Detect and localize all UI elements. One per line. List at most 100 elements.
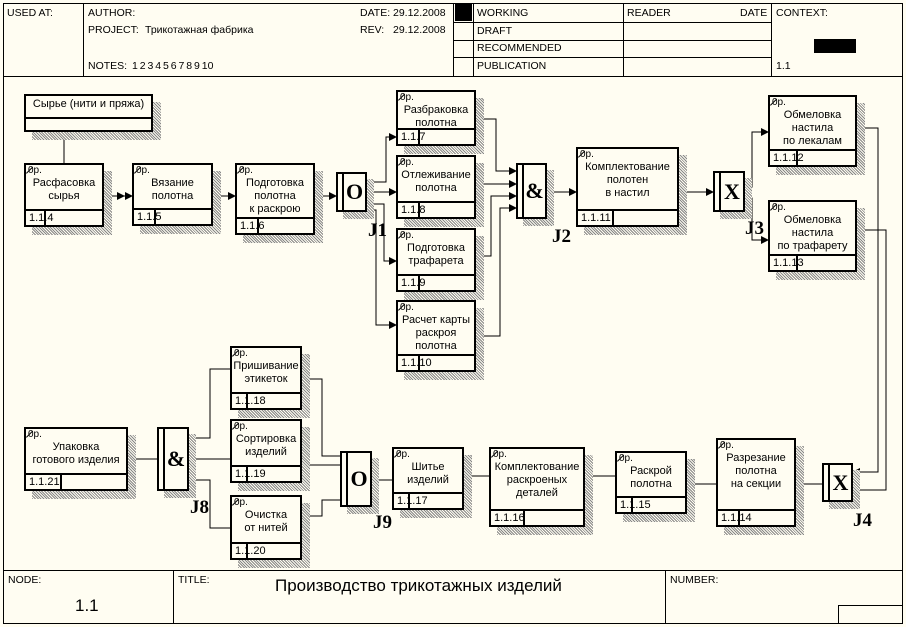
- uob-1.1.5[interactable]: 0р. Вязание полотна 1.1.5: [132, 163, 213, 226]
- uob-op: 0р.: [136, 165, 150, 176]
- uob-op: 0р.: [28, 165, 42, 176]
- link-arrow[interactable]: [852, 229, 887, 494]
- uob-ref-number: 1.1.5: [137, 211, 162, 223]
- uob-1.1.17[interactable]: 0р. Шитье изделий 1.1.17: [392, 447, 464, 510]
- uob-name: Подготовка полотна к раскрою: [246, 177, 304, 215]
- junction-label: J8: [190, 497, 209, 518]
- uob-ref-number: 1.1.19: [235, 468, 266, 480]
- junction-J9[interactable]: O: [340, 451, 372, 507]
- link-arrow[interactable]: [367, 203, 397, 265]
- date-value: 29.12.2008: [393, 7, 446, 19]
- uob-name: Обмеловка настила по трафарету: [777, 214, 848, 252]
- node-label: NODE:: [8, 574, 42, 586]
- link-arrow[interactable]: [367, 133, 397, 183]
- junction-type: &: [166, 446, 186, 471]
- uob-1.1.7[interactable]: 0р. Разбраковка полотна 1.1.7: [396, 90, 476, 146]
- uob-ref-number: 1.1.20: [235, 545, 266, 557]
- uob-1.1.6[interactable]: 0р. Подготовка полотна к раскрою 1.1.6: [235, 163, 315, 235]
- uob-ref-number: 1.1.8: [401, 204, 426, 216]
- uob-name: Комплектование раскроеных деталей: [494, 461, 580, 499]
- uob-ref-number: 1.1.18: [235, 395, 266, 407]
- uob-name: Шитье изделий: [407, 461, 449, 486]
- uob-ref-number: 1.1.16: [494, 512, 525, 524]
- uob-name: Отлеживание полотна: [401, 169, 471, 194]
- uob-op: 0р.: [580, 149, 594, 160]
- uob-op: 0р.: [396, 449, 410, 460]
- junction-label: J3: [745, 218, 764, 239]
- rev-label: REV:: [360, 24, 385, 36]
- uob-1.1.18[interactable]: 0р. Пришивание этикеток 1.1.18: [230, 346, 302, 410]
- uob-1.1.19[interactable]: 0р. Сортировка изделий 1.1.19: [230, 419, 302, 483]
- junction-type: X: [832, 469, 849, 495]
- link-arrow[interactable]: [476, 204, 517, 337]
- uob-ref-number: 1.1.13: [773, 257, 804, 269]
- uob-ref-number: 1.1.21: [29, 476, 60, 488]
- uob-1.1.20[interactable]: 0р. Очистка от нитей 1.1.20: [230, 495, 302, 560]
- uob-op: 0р.: [239, 165, 253, 176]
- context-label: CONTEXT:: [776, 7, 828, 19]
- uob-ref-number: 1.1.12: [773, 152, 804, 164]
- uob-1.1.16[interactable]: 0р. Комплектование раскроеных деталей 1.…: [489, 447, 585, 527]
- junction-J8[interactable]: &: [157, 427, 189, 491]
- uob-1.1.15[interactable]: 0р. Раскрой полотна 1.1.15: [615, 451, 687, 514]
- notes-value: 1 2 3 4 5 6 7 8 9 10: [132, 60, 214, 72]
- junction-J2[interactable]: &: [516, 163, 547, 219]
- uob-1.1.21[interactable]: 0р. Упаковка готового изделия 1.1.21: [24, 427, 128, 491]
- uob-1.1.14[interactable]: 0р. Разрезание полотна на секции 1.1.14: [716, 438, 796, 527]
- link-arrow[interactable]: [188, 368, 230, 442]
- uob-name: Упаковка готового изделия: [32, 441, 120, 466]
- uob-op: 0р.: [234, 497, 248, 508]
- uob-name: Очистка от нитей: [244, 509, 288, 534]
- junction-type: O: [350, 466, 368, 491]
- context-node: 1.1: [776, 60, 791, 72]
- link-arrow[interactable]: [476, 118, 517, 175]
- uob-ref-number: 1.1.14: [721, 512, 752, 524]
- uob-1.1.10[interactable]: 0р. Расчет карты раскроя полотна 1.1.10: [396, 300, 476, 372]
- uob-1.1.13[interactable]: 0р. Обмеловка настила по трафарету 1.1.1…: [768, 200, 857, 272]
- rev-value: 29.12.2008: [393, 24, 446, 36]
- uob-name: Вязание полотна: [151, 177, 194, 202]
- referent-raw-materials[interactable]: Сырье (нити и пряжа): [24, 94, 153, 132]
- link-arrow[interactable]: [301, 375, 340, 457]
- project-value: Трикотажная фабрика: [145, 24, 254, 36]
- uob-name: Обмеловка настила по лекалам: [783, 109, 842, 147]
- uob-name: Раскрой полотна: [630, 465, 672, 490]
- title-label: TITLE:: [178, 574, 210, 586]
- junction-J1[interactable]: O: [336, 172, 367, 212]
- link-arrow[interactable]: [188, 476, 230, 529]
- link-arrow[interactable]: [852, 127, 879, 476]
- uob-op: 0р.: [234, 348, 248, 359]
- uob-op: 0р.: [234, 421, 248, 432]
- uob-1.1.9[interactable]: 0р. Подготовка трафарета 1.1.9: [396, 228, 476, 292]
- junction-J3[interactable]: X: [713, 171, 745, 212]
- uob-1.1.8[interactable]: 0р. Отлеживание полотна 1.1.8: [396, 155, 476, 219]
- uob-op: 0р.: [400, 92, 414, 103]
- link-arrow[interactable]: [301, 499, 340, 520]
- status-draft: DRAFT: [477, 25, 512, 37]
- junction-label: J2: [552, 226, 571, 247]
- context-thumbnail[interactable]: [814, 39, 856, 53]
- uob-1.1.4[interactable]: 0р. Расфасовка сырья 1.1.4: [24, 163, 104, 227]
- uob-ref-number: 1.1.17: [397, 495, 428, 507]
- junction-type: X: [724, 178, 740, 204]
- uob-1.1.12[interactable]: 0р. Обмеловка настила по лекалам 1.1.12: [768, 95, 857, 167]
- uob-name: Расфасовка сырья: [32, 177, 96, 202]
- reader-date-label: DATE: [740, 7, 768, 19]
- project-label: PROJECT:: [88, 24, 139, 36]
- uob-op: 0р.: [28, 429, 42, 440]
- uob-name: Сортировка изделий: [235, 433, 297, 458]
- author-label: AUTHOR:: [88, 7, 136, 19]
- uob-name: Разбраковка полотна: [403, 104, 469, 129]
- uob-ref-number: 1.1.15: [620, 499, 651, 511]
- reader-label: READER: [627, 7, 671, 19]
- uob-name: Разрезание полотна на секции: [726, 452, 786, 490]
- junction-label: J1: [368, 220, 387, 241]
- referent-label: Сырье (нити и пряжа): [32, 98, 145, 110]
- junction-label: J9: [373, 512, 392, 533]
- junction-J4[interactable]: X: [822, 463, 853, 502]
- node-value: 1.1: [75, 596, 99, 615]
- uob-name: Пришивание этикеток: [233, 360, 299, 385]
- uob-op: 0р.: [400, 157, 414, 168]
- working-status-marker: [455, 4, 472, 21]
- uob-1.1.11[interactable]: 0р. Комплектование полотен в настил 1.1.…: [576, 147, 679, 227]
